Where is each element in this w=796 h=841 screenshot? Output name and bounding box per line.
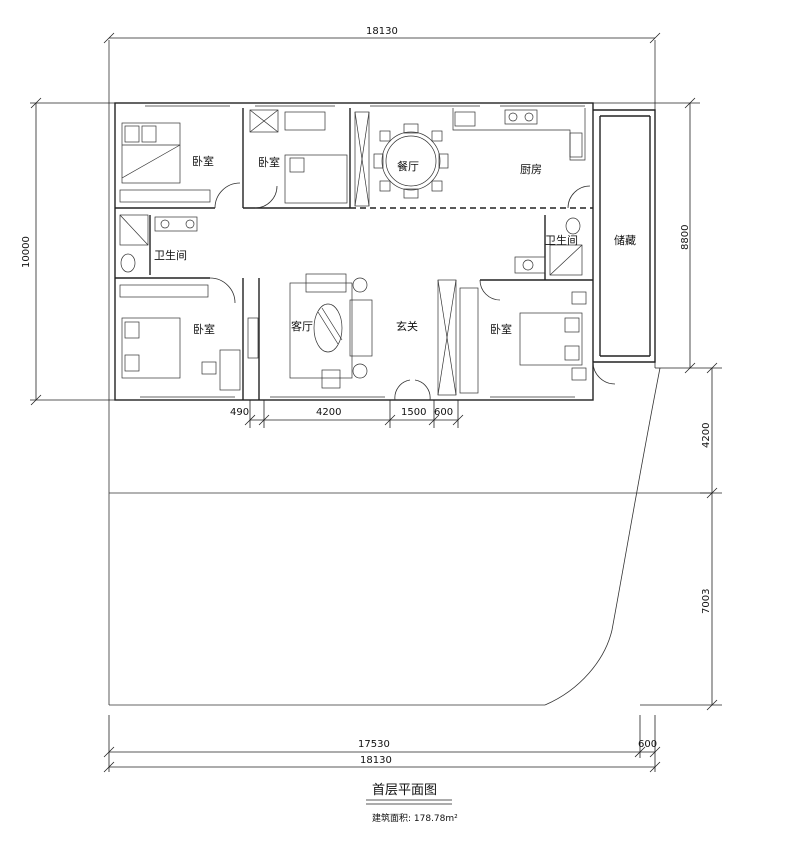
dim-front-490: 490 bbox=[230, 407, 249, 418]
dim-top-total: 18130 bbox=[366, 26, 398, 37]
area-label: 建筑面积: 178.78m² bbox=[372, 812, 458, 824]
dim-front-600: 600 bbox=[434, 407, 453, 418]
dim-front-4200: 4200 bbox=[316, 407, 341, 418]
dim-right-mid: 4200 bbox=[701, 423, 712, 448]
room-label-dining: 餐厅 bbox=[397, 159, 419, 173]
room-label-bedroom-n: 卧室 bbox=[258, 155, 280, 169]
room-label-kitchen: 厨房 bbox=[520, 163, 542, 176]
site-outline bbox=[108, 40, 712, 706]
room-label-bath-e: 卫生间 bbox=[545, 233, 578, 247]
room-label-living: 客厅 bbox=[291, 319, 313, 333]
dim-right-upper: 8800 bbox=[680, 225, 691, 250]
dim-bottom-600: 600 bbox=[638, 739, 657, 750]
dimension-lines: 18130 10000 8800 4200 7003 bbox=[21, 26, 722, 773]
dim-left-height: 10000 bbox=[21, 236, 32, 268]
furniture bbox=[119, 108, 587, 396]
room-label-storage: 储藏 bbox=[614, 233, 636, 247]
dim-bottom-17530: 17530 bbox=[358, 739, 390, 750]
title-block: 首层平面图 建筑面积: 178.78m² bbox=[366, 783, 458, 824]
room-label-bedroom-nw: 卧室 bbox=[192, 154, 214, 168]
room-label-bedroom-sw: 卧室 bbox=[193, 322, 215, 336]
room-labels: 卧室 卧室 餐厅 厨房 储藏 卫生间 卫生间 客厅 玄关 卧室 卧室 bbox=[154, 154, 636, 336]
dim-front-1500: 1500 bbox=[401, 407, 426, 418]
room-label-bath-w: 卫生间 bbox=[154, 248, 187, 262]
dim-bottom-total: 18130 bbox=[360, 755, 392, 766]
building-walls bbox=[114, 102, 656, 401]
plan-title: 首层平面图 bbox=[372, 783, 437, 798]
dim-right-lower: 7003 bbox=[701, 589, 712, 614]
room-label-bedroom-e: 卧室 bbox=[490, 322, 512, 336]
room-label-foyer: 玄关 bbox=[396, 319, 418, 333]
